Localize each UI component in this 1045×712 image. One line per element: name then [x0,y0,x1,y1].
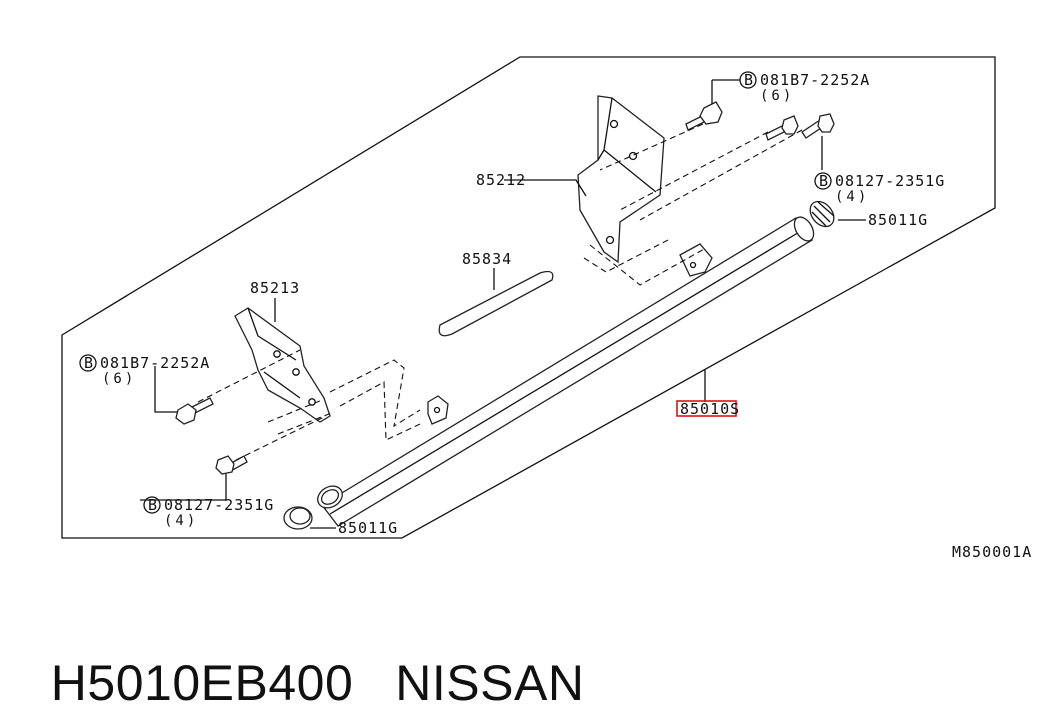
label-bolt-08127-upper: B 08127-2351G (4) [814,172,945,205]
bolt-upper-08127-b [801,113,835,139]
brand-name: NISSAN [395,655,585,711]
bolt-lower-081b7 [175,397,214,425]
label-text: 85010S [680,400,740,418]
label-pad-85834: 85834 [462,250,512,268]
label-cap-upper: 85011G [868,211,928,229]
circle-marker: B [819,172,829,190]
label-bracket-85213: 85213 [250,279,300,297]
label-qty: (6) [102,371,136,387]
footer: H5010EB400 NISSAN [22,596,584,712]
label-bolt-081b7-upper: B 081B7-2252A (6) [739,71,870,104]
pad-85834 [438,270,554,337]
label-text: 081B7-2252A [100,354,210,372]
label-qty: (6) [760,88,794,104]
reinforcement-tube [317,216,815,527]
part-number: H5010EB400 [50,655,354,711]
end-cap-upper [809,200,835,228]
label-qty: (4) [835,189,869,205]
diagram-frame [61,56,996,539]
label-text: 081B7-2252A [760,71,870,89]
bracket-85213 [234,307,335,435]
bolt-lower-08127 [215,455,248,475]
circle-marker: B [84,354,94,372]
parts-diagram: B 081B7-2252A (6) B 08127-2351G (4) 8501… [61,56,1032,561]
leader-lines [140,79,866,529]
label-bracket-85212: 85212 [476,171,526,189]
circle-marker: B [148,496,158,514]
label-bolt-081b7-lower: B 081B7-2252A (6) [79,354,210,387]
bracket-85212 [577,95,707,286]
figure-code: M850001A [952,543,1032,561]
circle-marker: B [744,71,754,89]
label-text: 08127-2351G [164,496,274,514]
bolt-upper-081b7 [685,101,723,131]
label-qty: (4) [164,513,198,529]
highlight-box [676,400,737,417]
assembly-guides [197,119,803,461]
label-cap-lower: 85011G [338,519,398,537]
end-cap-lower [283,506,313,530]
label-main-part: 85010S [676,400,740,418]
label-text: 08127-2351G [835,172,945,190]
label-bolt-08127-lower: B 08127-2351G (4) [143,496,274,529]
bolt-upper-08127-a [765,115,799,141]
